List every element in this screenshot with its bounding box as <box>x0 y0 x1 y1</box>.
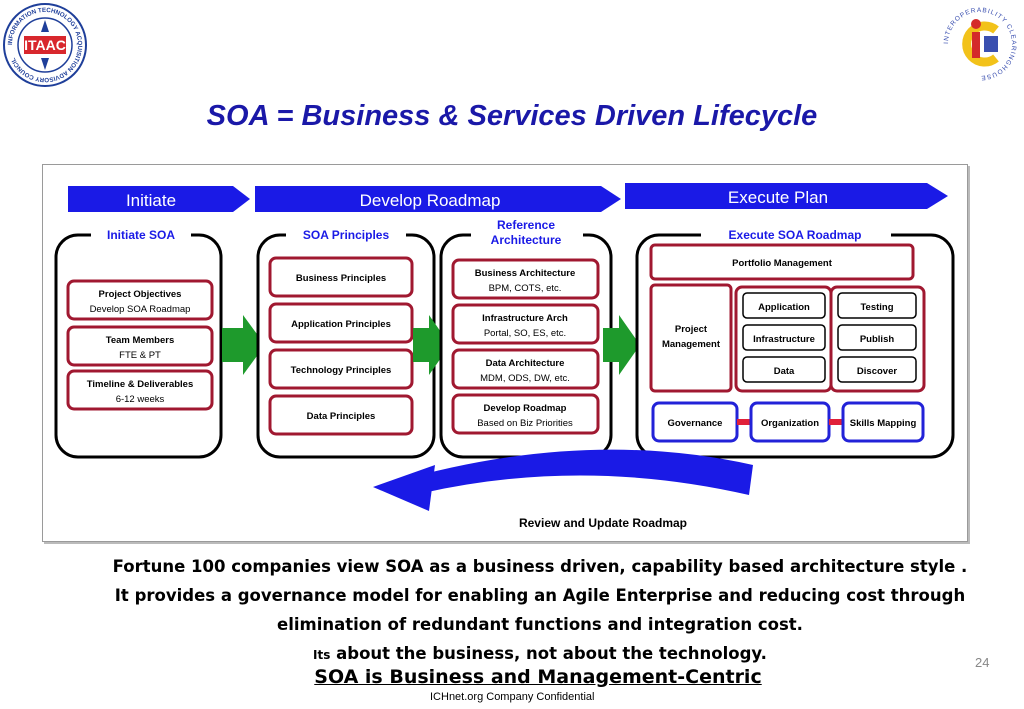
phase-label-initiate: Initiate <box>126 191 176 210</box>
phase-arrow-develop-roadmap <box>255 186 621 212</box>
infrastructure-layer-label: Infrastructure <box>753 334 815 345</box>
svg-text:ITAAC: ITAAC <box>24 37 66 53</box>
body-text: Fortune 100 companies view SOA as a busi… <box>60 552 1020 670</box>
flow-arrow-2 <box>413 315 450 375</box>
diagram-canvas: Initiate Develop Roadmap Execute Plan In… <box>54 183 955 530</box>
team-members-detail: FTE & PT <box>119 350 161 361</box>
organization-link <box>829 419 845 425</box>
application-principles-label: Application Principles <box>291 319 391 330</box>
page-number: 24 <box>975 655 990 670</box>
data-principles-box <box>268 394 414 436</box>
business-architecture-title: Business Architecture <box>475 268 576 279</box>
publish-stage-label: Publish <box>860 334 895 345</box>
develop-roadmap-detail: Based on Biz Priorities <box>477 418 573 429</box>
portfolio-management-box <box>649 243 915 281</box>
feedback-label: Review and Update Roadmap <box>519 516 687 530</box>
flow-arrow-3 <box>603 315 640 375</box>
phase-label-develop-roadmap: Develop Roadmap <box>360 191 501 210</box>
itaac-logo: INFORMATION TECHNOLOGY ACQUISITION ADVIS… <box>3 3 87 87</box>
body-line-3: elimination of redundant functions and i… <box>277 615 803 634</box>
timeline-deliverables-box <box>66 369 214 411</box>
interoperability-clearinghouse-logo: INTEROPERABILITY CLEARINGHOUSE <box>940 4 1020 84</box>
business-principles-box <box>268 256 414 298</box>
soa-lifecycle-diagram: Initiate Develop Roadmap Execute Plan In… <box>42 164 968 542</box>
discover-stage-label: Discover <box>857 366 897 377</box>
team-members-box <box>66 325 214 367</box>
skills-mapping-label: Skills Mapping <box>850 418 917 429</box>
infrastructure-arch-title: Infrastructure Arch <box>482 313 568 324</box>
portfolio-management-label: Portfolio Management <box>732 258 833 269</box>
data-architecture-detail: MDM, ODS, DW, etc. <box>480 373 570 384</box>
develop-roadmap-box <box>451 393 600 435</box>
tagline-text: SOA is Business and Management-Centric <box>314 666 762 688</box>
feedback-arrow-body <box>391 449 753 495</box>
business-architecture-detail: BPM, COTS, etc. <box>489 283 562 294</box>
skills-mapping-box <box>841 401 925 443</box>
governance-link <box>737 419 753 425</box>
business-architecture-box <box>451 258 600 300</box>
infrastructure-layer-box <box>742 324 826 351</box>
phase-arrow-execute-plan <box>625 183 948 209</box>
flow-arrow-1 <box>222 315 265 375</box>
body-line-4-text: about the business, not about the techno… <box>330 644 767 663</box>
footer-confidential: ICHnet.org Company Confidential <box>430 691 595 703</box>
feedback-arrowhead <box>373 465 435 511</box>
data-architecture-title: Data Architecture <box>486 358 565 369</box>
project-objectives-box <box>66 279 214 321</box>
testing-stage-box <box>837 292 917 319</box>
application-layer-box <box>742 292 826 319</box>
organization-label: Organization <box>761 418 819 429</box>
phase-label-execute-plan: Execute Plan <box>728 188 828 207</box>
project-objectives-detail: Develop SOA Roadmap <box>90 304 191 315</box>
team-members-title: Team Members <box>106 335 174 346</box>
body-line-4-prefix: Its <box>313 648 331 662</box>
phase-arrow-initiate <box>68 186 250 212</box>
infrastructure-arch-detail: Portal, SO, ES, etc. <box>484 328 566 339</box>
data-layer-label: Data <box>774 366 795 377</box>
body-line-4: Its about the business, not about the te… <box>60 639 1020 670</box>
technology-principles-label: Technology Principles <box>291 365 392 376</box>
timeline-deliverables-title: Timeline & Deliverables <box>87 379 194 390</box>
data-layer-box <box>742 356 826 383</box>
execute-soa-roadmap-title: Execute SOA Roadmap <box>729 228 862 242</box>
slide-title: SOA = Business & Services Driven Lifecyc… <box>206 100 818 132</box>
body-line-2: It provides a governance model for enabl… <box>114 586 966 605</box>
infrastructure-arch-box <box>451 303 600 345</box>
project-management-box <box>649 283 733 393</box>
soa-principles-title: SOA Principles <box>303 228 390 242</box>
tagline: SOA is Business and Management-Centric <box>0 666 1024 688</box>
discover-stage-box <box>837 356 917 383</box>
initiate-soa-title: Initiate SOA <box>107 228 175 242</box>
business-principles-label: Business Principles <box>296 273 386 284</box>
body-line-1: Fortune 100 companies view SOA as a busi… <box>112 557 968 576</box>
develop-roadmap-title: Develop Roadmap <box>484 403 567 414</box>
governance-label: Governance <box>668 418 723 429</box>
application-layer-label: Application <box>758 302 810 313</box>
data-principles-label: Data Principles <box>307 411 376 422</box>
project-objectives-title: Project Objectives <box>99 289 182 300</box>
timeline-deliverables-detail: 6-12 weeks <box>116 394 165 405</box>
data-architecture-box <box>451 348 600 390</box>
testing-stage-label: Testing <box>860 302 893 313</box>
technology-principles-box <box>268 348 414 390</box>
application-principles-box <box>268 302 414 344</box>
publish-stage-box <box>837 324 917 351</box>
